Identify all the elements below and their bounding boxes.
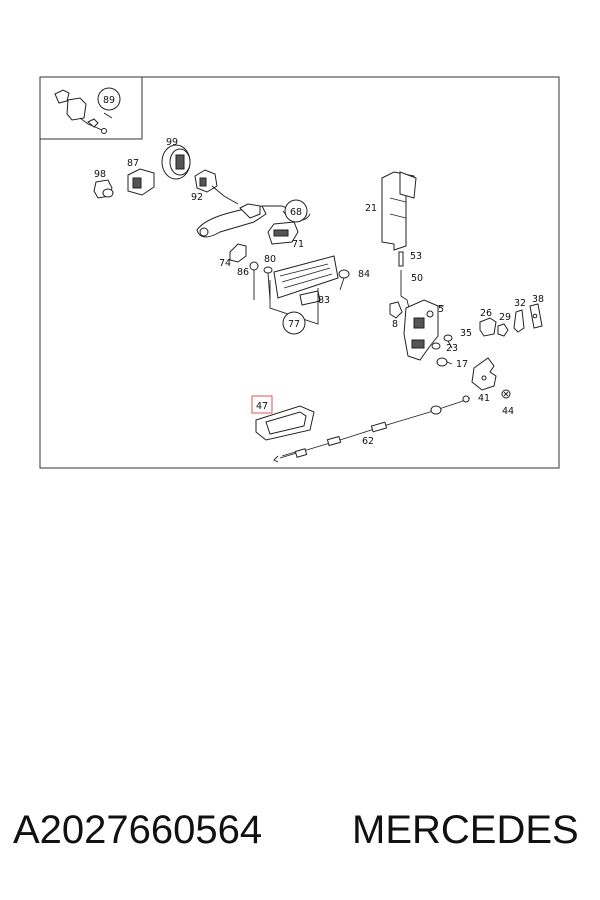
part-84-bolt: [338, 269, 350, 291]
part-92-lock: [194, 169, 239, 205]
callout-68-circle: [284, 199, 308, 223]
callout-21: 21: [365, 203, 377, 214]
part-41-striker: [471, 357, 497, 391]
callout-71: 71: [292, 239, 304, 250]
callout-44: 44: [502, 406, 514, 417]
callout-84: 84: [358, 269, 370, 280]
part-17-bolt: [436, 357, 453, 367]
inset-frame: [40, 77, 143, 140]
part-71-bezel: [267, 221, 299, 245]
part-32-lever: [513, 309, 525, 333]
callout-50: 50: [411, 273, 423, 284]
callout-62: 62: [362, 436, 374, 447]
part-87-housing: [127, 168, 155, 196]
part-26-bracket: [479, 317, 497, 337]
callout-74: 74: [219, 258, 231, 269]
part-23-screw: [431, 342, 441, 350]
callout-87: 87: [127, 158, 139, 169]
part-21-cover: [381, 171, 417, 251]
callout-35: 35: [460, 328, 472, 339]
part-44-screw: [501, 389, 511, 399]
part-8-clip: [389, 301, 403, 319]
callout-89: 89: [103, 95, 115, 106]
callout-92: 92: [191, 192, 203, 203]
callout-77-circle: [282, 311, 306, 335]
part-53-rod: [398, 251, 404, 267]
part-98-cap: [93, 179, 114, 199]
part-35-screw: [443, 334, 453, 349]
part-38-plate: [529, 303, 543, 329]
part-47-inner-handle: [255, 405, 315, 441]
part-86-screw: [249, 261, 259, 300]
callout-41: 41: [478, 393, 490, 404]
callout-98: 98: [94, 169, 106, 180]
part-74-clip: [229, 243, 247, 263]
part-89-assembly: [54, 89, 113, 134]
callout-86: 86: [237, 267, 249, 278]
part-5-door-lock: [403, 299, 444, 361]
callout-38: 38: [532, 294, 544, 305]
part-29-clip: [497, 323, 509, 337]
callout-29: 29: [499, 312, 511, 323]
callout-83: 83: [318, 295, 330, 306]
callout-80: 80: [264, 254, 276, 265]
callout-32: 32: [514, 298, 526, 309]
callout-89-circle: [97, 87, 121, 111]
callout-5: 5: [438, 304, 444, 315]
parts-diagram: 89 99 87 98 92 68 71: [39, 76, 560, 469]
part-50-rod: [400, 270, 410, 309]
brand-name: MERCEDES: [352, 808, 579, 852]
callout-23: 23: [446, 343, 458, 354]
part-62-cable: [273, 395, 471, 463]
callout-47: 47: [256, 401, 268, 412]
callout-68: 68: [290, 207, 302, 218]
callout-53: 53: [410, 251, 422, 262]
callout-26: 26: [480, 308, 492, 319]
part-number: A2027660564: [13, 808, 263, 852]
callout-8: 8: [392, 319, 398, 330]
callout-99: 99: [166, 137, 178, 148]
part-99-cylinder: [161, 144, 191, 180]
callout-17: 17: [456, 359, 468, 370]
callout-77: 77: [288, 319, 300, 330]
callout-47-highlight: [251, 395, 273, 414]
